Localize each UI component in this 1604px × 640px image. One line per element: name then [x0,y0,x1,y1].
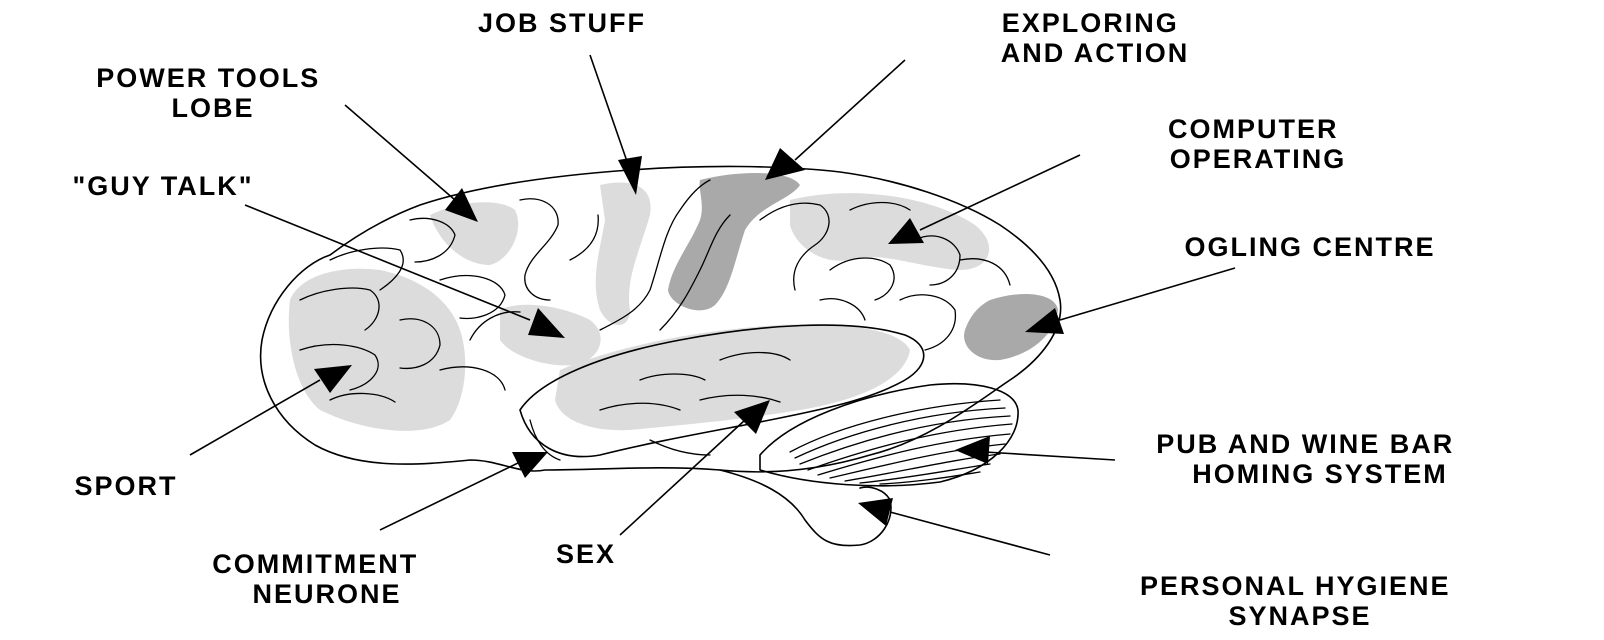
label-computer: COMPUTER OPERATING [1168,114,1348,174]
label-hygiene: PERSONAL HYGIENE SYNAPSE [1140,571,1460,631]
label-job-stuff: JOB STUFF [478,8,646,38]
leader-exploring [795,60,905,160]
leader-pub [985,452,1115,460]
label-pub: PUB AND WINE BAR HOMING SYSTEM [1156,429,1464,489]
arrow-exploring [765,148,805,180]
leader-commitment [380,462,520,530]
region-exploring [668,173,800,310]
region-temporal [555,324,910,430]
label-sex: SEX [556,539,616,569]
region-job-stuff [596,183,651,325]
labels: JOB STUFF EXPLORING AND ACTION POWER TOO… [72,8,1463,631]
label-ogling: OGLING CENTRE [1184,232,1435,262]
leader-job-stuff [590,55,630,170]
leader-computer [920,155,1080,230]
leader-hygiene [890,512,1050,555]
label-sport: SPORT [74,471,177,501]
leader-sport [190,380,320,455]
label-commitment: COMMITMENT NEURONE [212,549,427,609]
label-guy-talk: "GUY TALK" [72,171,253,201]
leader-ogling [1060,268,1235,320]
leader-power-tools [345,105,455,200]
brain-illustration [261,166,1061,545]
label-power-tools: POWER TOOLS LOBE [96,63,330,123]
region-power-tools [430,202,518,265]
label-exploring: EXPLORING AND ACTION [1001,8,1190,68]
arrow-commitment [512,452,548,478]
